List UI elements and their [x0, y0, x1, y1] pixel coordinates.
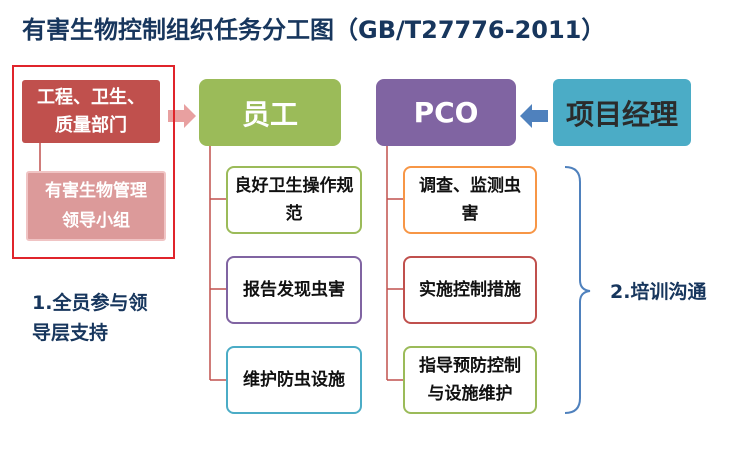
dept-label: 工程、卫生、质量部门 — [37, 86, 145, 136]
participation-note: 1.全员参与领导层支持 — [32, 292, 148, 344]
project-manager-label: 项目经理 — [565, 97, 678, 131]
pco-task-3: 指导预防控制与设施维护 — [403, 346, 537, 414]
pco-node: PCO — [376, 79, 516, 146]
pco-label: PCO — [413, 96, 479, 129]
mgmt-group-label: 有害生物管理领导小组 — [45, 181, 147, 231]
employee-task-1: 良好卫生操作规范 — [226, 166, 362, 234]
pco-task-2: 实施控制措施 — [403, 256, 537, 324]
mgmt-group-node: 有害生物管理领导小组 — [26, 171, 166, 241]
dept-node: 工程、卫生、质量部门 — [22, 80, 160, 143]
employee-task-3: 维护防虫设施 — [226, 346, 362, 414]
pco-task-1: 调查、监测虫害 — [403, 166, 537, 234]
pm-to-pco-arrow — [520, 104, 548, 128]
communication-note: 2.培训沟通 — [610, 281, 707, 303]
project-manager-node: 项目经理 — [553, 79, 691, 146]
employee-label: 员工 — [241, 97, 298, 131]
page-title: 有害生物控制组织任务分工图（GB/T27776-2011） — [22, 16, 606, 44]
communication-brace — [564, 166, 591, 414]
employee-node: 员工 — [199, 79, 341, 146]
participation-frame — [12, 65, 175, 259]
employee-task-2: 报告发现虫害 — [226, 256, 362, 324]
dept-to-employee-arrow — [168, 104, 196, 128]
